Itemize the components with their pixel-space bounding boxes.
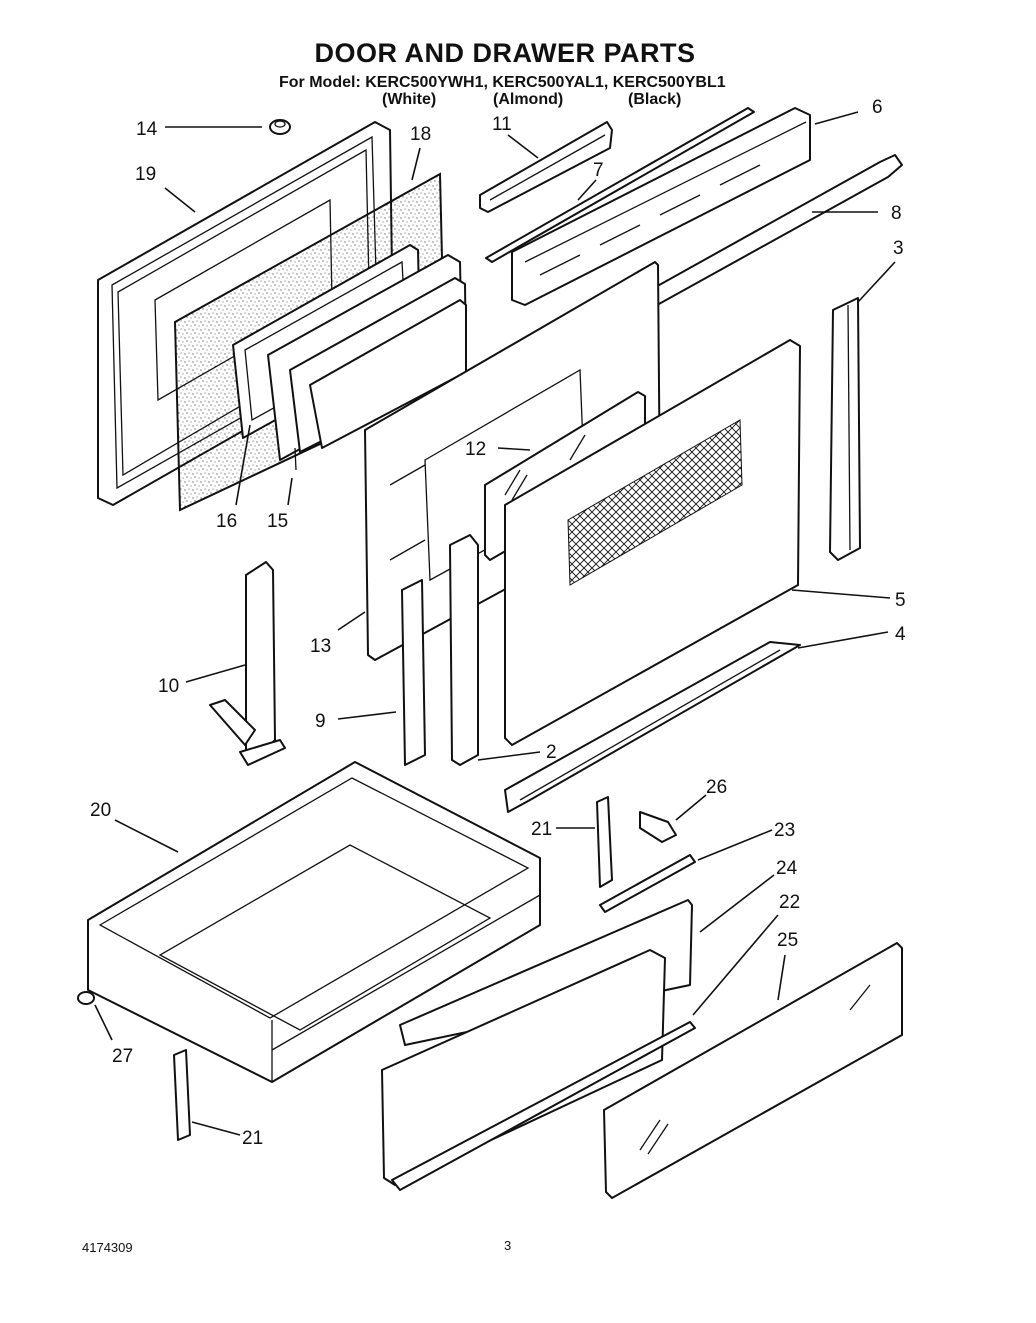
callout-19: 19: [135, 164, 156, 185]
part-2-side-channel: [449, 534, 479, 766]
part-15-glass-assembly: [267, 254, 467, 471]
callout-16: 16: [216, 511, 237, 532]
document-number: 4174309: [82, 1240, 133, 1255]
part-10-hinge: [209, 561, 286, 766]
page-number: 3: [504, 1238, 512, 1253]
callout-26: 26: [706, 777, 727, 798]
callout-7: 7: [593, 160, 604, 181]
callout-18: 18: [410, 124, 431, 145]
callout-20: 20: [90, 800, 111, 821]
part-3-side-trim: [829, 297, 861, 561]
callout-2: 2: [546, 742, 557, 763]
part-27-bumper: [77, 991, 95, 1005]
callout-24: 24: [776, 858, 798, 879]
callout-10: 10: [158, 676, 179, 697]
part-24-drawer-front: [399, 899, 693, 1046]
callout-14: 14: [136, 119, 158, 140]
part-14-bumper: [269, 119, 291, 135]
callout-3: 3: [893, 238, 904, 259]
part-23-strip: [599, 854, 696, 913]
part-25-drawer-glass: [603, 942, 903, 1199]
part-5-outer-door-panel: [504, 339, 801, 746]
part-11-bracket: [479, 121, 613, 213]
page-title: DOOR AND DRAWER PARTS: [314, 38, 696, 68]
color-label-white: (White): [382, 91, 437, 108]
callout-4: 4: [895, 624, 906, 645]
callout-21-upper: 21: [531, 819, 552, 840]
callout-25: 25: [777, 930, 798, 951]
part-26-drawer-knob: [639, 811, 677, 843]
part-21-drawer-bracket-upper: [596, 796, 613, 888]
callout-8: 8: [891, 203, 902, 224]
part-4-bottom-strip: [504, 641, 801, 813]
callout-6: 6: [872, 97, 883, 118]
callout-22: 22: [779, 892, 800, 913]
callout-23: 23: [774, 820, 795, 841]
callout-9: 9: [315, 711, 326, 732]
part-21-drawer-bracket-lower: [173, 1049, 191, 1141]
color-label-almond: (Almond): [493, 91, 564, 108]
callout-13: 13: [310, 636, 331, 657]
part-6-vent-trim: [511, 107, 811, 306]
part-20-drawer-body: [87, 761, 541, 1083]
color-label-black: (Black): [628, 91, 682, 108]
callout-5: 5: [895, 590, 906, 611]
part-22-drawer-front-panel: [381, 949, 696, 1191]
callout-12: 12: [465, 439, 486, 460]
leader-lines: [94, 111, 896, 1136]
callout-15: 15: [267, 511, 288, 532]
model-numbers: For Model: KERC500YWH1, KERC500YAL1, KER…: [279, 74, 726, 91]
part-9-side-channel: [401, 579, 426, 766]
part-7-strip: [485, 107, 755, 263]
callout-27: 27: [112, 1046, 133, 1067]
callout-21-lower: 21: [242, 1128, 263, 1149]
callout-numbers: 14 19 18 11 7 6 8 3 12 16 15 13 5 4 10 9…: [90, 97, 906, 1149]
callout-11: 11: [492, 114, 512, 135]
